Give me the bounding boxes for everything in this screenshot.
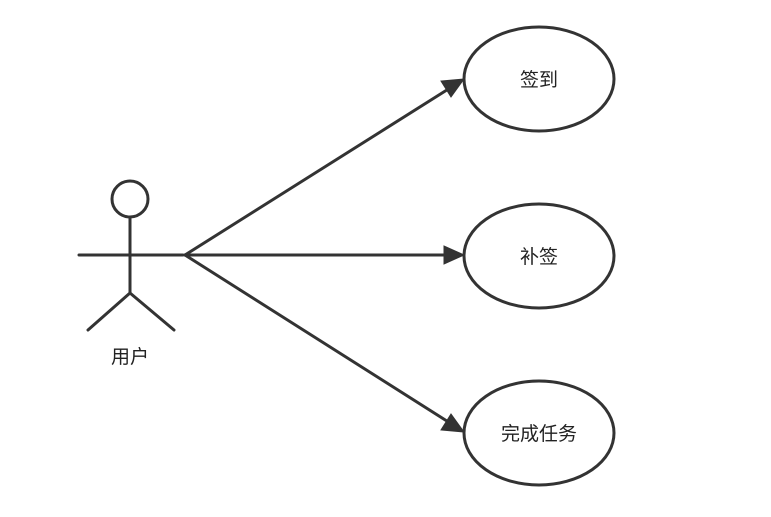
use-case-ellipse-2[interactable] — [462, 202, 616, 310]
use-case-label-1: 签到 — [520, 69, 558, 91]
actor-head — [110, 179, 150, 219]
actor-user: 用户 — [77, 179, 185, 368]
arrowhead-3 — [440, 413, 466, 433]
use-case-label-2: 补签 — [520, 246, 558, 268]
arrowhead-1 — [440, 78, 466, 98]
actor-right-leg — [128, 291, 176, 332]
actor-label: 用户 — [111, 346, 149, 368]
association-line-3 — [183, 253, 452, 425]
associations — [183, 78, 466, 433]
use-case-ellipse-3[interactable] — [462, 379, 616, 487]
arrowhead-2 — [443, 245, 466, 265]
actor-left-leg — [86, 291, 132, 332]
use-case-makeup-sign-in[interactable]: 补签 — [462, 202, 616, 310]
use-case-sign-in[interactable]: 签到 — [462, 25, 616, 133]
use-case-ellipse-1[interactable] — [462, 25, 616, 133]
association-line-1 — [183, 86, 452, 257]
use-case-label-3: 完成任务 — [501, 423, 577, 445]
use-case-complete-task[interactable]: 完成任务 — [462, 379, 616, 487]
